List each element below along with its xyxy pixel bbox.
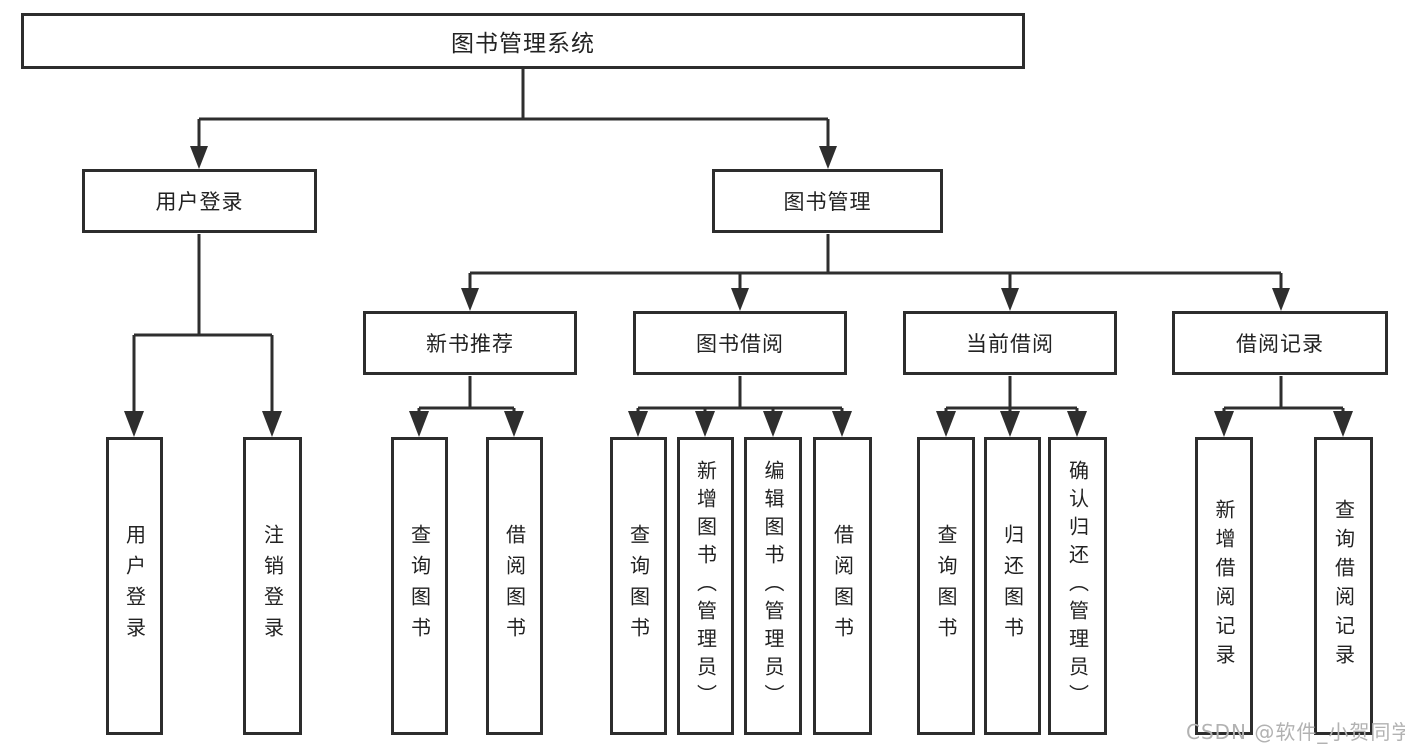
node-new-book-recommendation: 新书推荐 — [363, 311, 577, 375]
leaf-user-login: 用户登录 — [106, 437, 163, 735]
arrowhead — [832, 411, 852, 437]
node-label: 编辑图书（管理员） — [761, 460, 785, 712]
node-label: 用户登录 — [122, 524, 147, 648]
leaf-edit-books-admin: 编辑图书（管理员） — [744, 437, 802, 735]
arrowhead — [190, 146, 208, 169]
arrowhead — [262, 411, 282, 437]
node-label: 新书推荐 — [426, 332, 514, 356]
arrowhead — [1272, 288, 1290, 311]
leaf-query-books-borrowing: 查询图书 — [610, 437, 667, 735]
arrowhead — [461, 288, 479, 311]
connector-line — [132, 234, 274, 414]
node-label: 查询图书 — [626, 524, 651, 648]
leaf-logout: 注销登录 — [243, 437, 302, 735]
arrowhead — [124, 411, 144, 437]
connector-book-mgmt-to-level3 — [461, 234, 1290, 311]
arrowhead — [1001, 288, 1019, 311]
leaf-confirm-return-admin: 确认归还（管理员） — [1048, 437, 1107, 735]
connector-root-to-level2 — [190, 69, 837, 169]
arrowhead — [628, 411, 648, 437]
connector-line — [944, 376, 1079, 414]
node-label: 新增图书（管理员） — [693, 460, 718, 712]
connector-book-borrow-to-leaves — [628, 376, 852, 437]
arrowhead — [409, 411, 429, 437]
leaf-add-books-admin: 新增图书（管理员） — [677, 437, 734, 735]
node-user-login: 用户登录 — [82, 169, 317, 233]
arrowhead — [695, 411, 715, 437]
leaf-add-borrow-record: 新增借阅记录 — [1195, 437, 1253, 735]
leaf-query-books-recommend: 查询图书 — [391, 437, 448, 735]
leaf-borrow-books-recommend: 借阅图书 — [486, 437, 543, 735]
connector-line — [468, 234, 1283, 291]
connector-user-login-to-leaves — [124, 234, 282, 437]
arrowhead — [1214, 411, 1234, 437]
node-label: 当前借阅 — [966, 332, 1054, 356]
node-label: 借阅图书 — [830, 524, 855, 648]
connector-line — [1222, 376, 1345, 414]
node-label: 图书管理系统 — [451, 31, 595, 57]
node-label: 归还图书 — [1000, 524, 1025, 648]
arrowhead — [819, 146, 837, 169]
node-root-library-system: 图书管理系统 — [21, 13, 1025, 69]
node-label: 确认归还（管理员） — [1065, 460, 1090, 712]
csdn-watermark: CSDN @软件_小贺同学 — [1186, 720, 1405, 744]
node-label: 查询图书 — [934, 524, 958, 648]
connector-borrow-records-to-leaves — [1214, 376, 1353, 437]
node-book-borrowing: 图书借阅 — [633, 311, 847, 375]
arrowhead — [1000, 411, 1020, 437]
connector-new-book-rec-to-leaves — [409, 376, 524, 437]
leaf-borrow-books: 借阅图书 — [813, 437, 872, 735]
connector-line — [197, 69, 830, 150]
leaf-return-books: 归还图书 — [984, 437, 1041, 735]
node-label: 图书管理 — [783, 190, 872, 214]
arrowhead — [504, 411, 524, 437]
node-label: 借阅图书 — [502, 524, 527, 648]
arrowhead — [1333, 411, 1353, 437]
node-label: 注销登录 — [260, 524, 285, 648]
node-current-borrowing: 当前借阅 — [903, 311, 1117, 375]
leaf-query-borrow-record: 查询借阅记录 — [1314, 437, 1373, 735]
node-label: 图书借阅 — [696, 332, 784, 356]
leaf-query-books-current: 查询图书 — [917, 437, 975, 735]
node-label: 用户登录 — [155, 190, 244, 214]
arrowhead — [936, 411, 956, 437]
node-label: 查询图书 — [407, 524, 432, 648]
arrowhead — [763, 411, 783, 437]
arrowhead — [731, 288, 749, 311]
node-borrowing-records: 借阅记录 — [1172, 311, 1388, 375]
node-book-management: 图书管理 — [712, 169, 943, 233]
node-label: 查询借阅记录 — [1331, 499, 1356, 673]
connector-current-borrow-to-leaves — [936, 376, 1087, 437]
connector-line — [417, 376, 516, 414]
connector-line — [636, 376, 844, 414]
node-label: 借阅记录 — [1236, 332, 1324, 356]
node-label: 新增借阅记录 — [1212, 499, 1236, 673]
arrowhead — [1067, 411, 1087, 437]
